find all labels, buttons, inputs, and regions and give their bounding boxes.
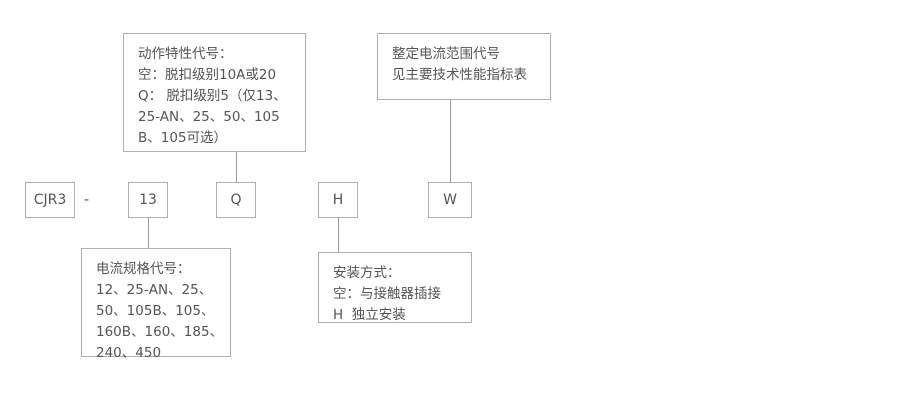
code-box-action-characteristic: Q: [216, 182, 256, 218]
note-line: 电流规格代号：: [96, 261, 191, 277]
connector-h-to-mounting-note: [338, 218, 339, 252]
note-line: Q： 脱扣级别5（仅13、: [138, 88, 287, 104]
note-line: 空：与接触器插接: [333, 286, 441, 302]
connector-w-to-setting-note: [450, 100, 451, 182]
code-box-series: CJR3: [25, 182, 75, 218]
note-line: 动作特性代号：: [138, 46, 233, 62]
code-box-current-rating: 13: [128, 182, 168, 218]
note-line: H 独立安装: [333, 307, 406, 323]
code-box-setting-current-range: W: [428, 182, 472, 218]
note-setting-current-range: 整定电流范围代号 见主要技术性能指标表: [377, 33, 551, 100]
note-current-rating: 电流规格代号： 12、25-AN、25、 50、105B、105、 160B、1…: [81, 248, 231, 361]
note-line: 整定电流范围代号: [392, 46, 500, 62]
note-line: 安装方式：: [333, 265, 401, 281]
note-line: 50、105B、105、: [96, 303, 215, 319]
note-mounting-type: 安装方式： 空：与接触器插接 H 独立安装: [318, 252, 472, 323]
note-line: 12、25-AN、25、: [96, 282, 213, 298]
note-line: 见主要技术性能指标表: [392, 67, 527, 83]
note-line: 空：脱扣级别10A或20: [138, 67, 277, 83]
note-line: 160B、160、185、: [96, 324, 224, 340]
note-line: 240、450: [96, 345, 162, 361]
connector-q-to-action-note: [236, 152, 237, 182]
note-action-characteristic: 动作特性代号： 空：脱扣级别10A或20 Q： 脱扣级别5（仅13、 25-AN…: [123, 33, 306, 152]
note-line: B、105可选）: [138, 130, 228, 146]
connector-13-to-current-note: [148, 218, 149, 248]
code-separator-dash: -: [84, 192, 90, 208]
note-line: 25-AN、25、50、105: [138, 109, 280, 125]
code-box-mounting: H: [318, 182, 358, 218]
